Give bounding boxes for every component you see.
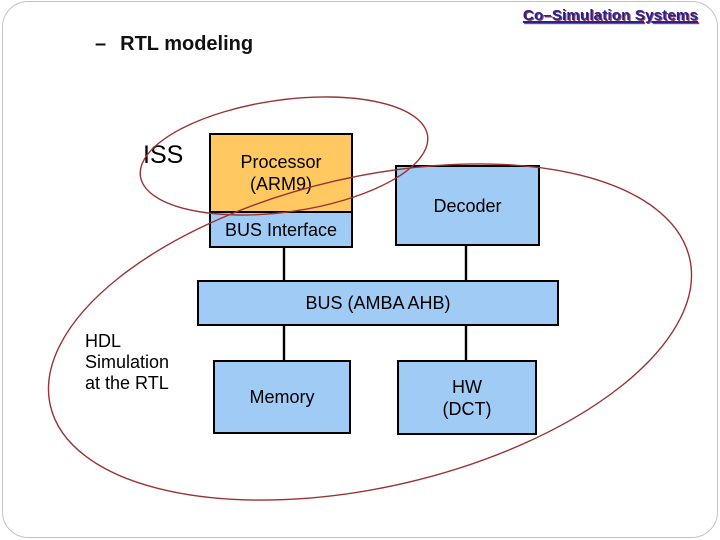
hdl-label-line2: Simulation	[85, 352, 170, 372]
hdl-label-line1: HDL	[85, 331, 122, 351]
memory-box: Memory	[213, 360, 351, 434]
decoder-label: Decoder	[433, 195, 502, 216]
bus-label: BUS (AMBA AHB)	[305, 293, 451, 313]
processor-label-line1: Processor	[240, 152, 322, 172]
heading-dash: –	[95, 33, 107, 55]
memory-label: Memory	[249, 387, 315, 407]
heading-label: RTL modeling	[120, 33, 254, 55]
iss-label: ISS	[143, 141, 184, 169]
decoder-box: Decoder	[395, 165, 540, 246]
bus-interface-label: BUS Interface	[224, 219, 338, 240]
hw-label-line1: HW	[452, 376, 482, 397]
hdl-label-line3: at the RTL	[85, 373, 169, 393]
bus-interface-box: BUS Interface	[209, 211, 353, 248]
processor-box: Processor (ARM9)	[209, 133, 353, 213]
hdl-simulation-label: HDL Simulation at the RTL	[85, 331, 169, 394]
hw-label-line2: (DCT)	[442, 398, 492, 419]
slide-header-title: Co–Simulation Systems	[522, 7, 698, 24]
bus-box: BUS (AMBA AHB)	[197, 280, 559, 326]
hw-box: HW (DCT)	[397, 360, 537, 435]
slide-heading: – RTL modeling	[95, 33, 253, 56]
processor-label-line2: (ARM9)	[250, 174, 312, 194]
